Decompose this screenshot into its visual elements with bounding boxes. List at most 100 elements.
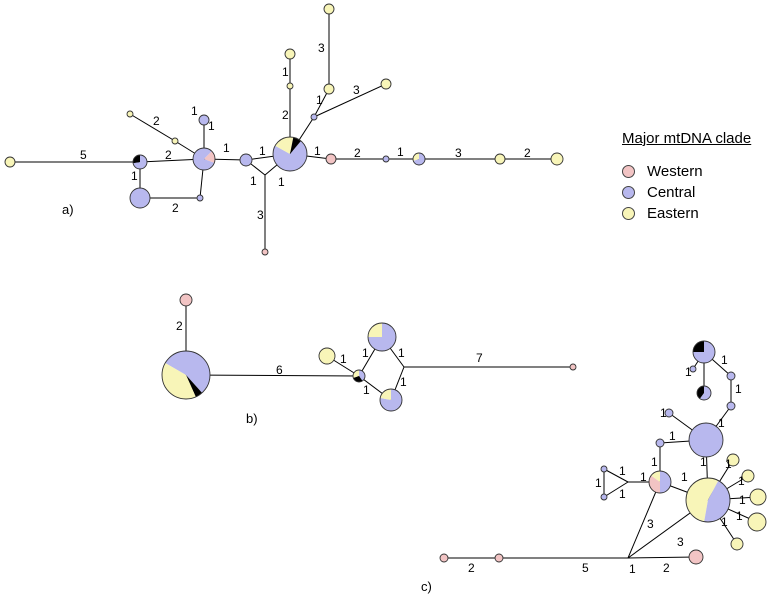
haplotype-circle: [171, 137, 179, 145]
haplotype-outline: [367, 322, 397, 352]
mutation-count-label: 3: [647, 517, 654, 531]
haplotype-node: [726, 401, 736, 411]
mutation-count-label: 1: [314, 144, 321, 158]
haplotype-circle: [198, 114, 210, 126]
haplotype-node: [382, 155, 390, 163]
haplotype-outline: [192, 147, 216, 171]
haplotype-circle: [382, 155, 390, 163]
haplotype-circle: [4, 156, 16, 168]
pie-slice: [699, 386, 712, 401]
haplotype-node: [749, 488, 767, 506]
pie-slice: [413, 153, 425, 165]
mutation-count-label: 2: [282, 108, 289, 122]
haplotype-circle: [323, 83, 335, 95]
haplotype-node: [600, 465, 608, 473]
pie-slice: [353, 370, 359, 378]
legend-swatch-central: [622, 186, 635, 199]
legend-item-western: Western: [622, 161, 751, 182]
haplotype-node: [367, 322, 397, 352]
mutation-count-label: 3: [318, 41, 325, 55]
haplotype-node: [730, 537, 744, 551]
mutation-count-label: 1: [250, 174, 257, 188]
mutation-count-label: 1: [208, 119, 215, 133]
mutation-count-label: 3: [353, 83, 360, 97]
haplotype-node: [439, 553, 449, 563]
haplotype-node: [192, 147, 216, 171]
pie-slice: [186, 375, 203, 397]
haplotype-node: [323, 3, 335, 15]
pie-slice: [380, 389, 391, 400]
haplotype-node: [239, 153, 253, 167]
haplotype-circle: [284, 48, 296, 60]
pie-slice: [165, 351, 211, 393]
haplotype-node: [132, 154, 148, 170]
mutation-count-label: 1: [640, 470, 647, 484]
haplotype-circle: [323, 3, 335, 15]
pie-slice: [133, 155, 147, 170]
haplotype-node: [126, 110, 134, 118]
haplotype-node: [325, 153, 337, 165]
haplotype-node: [284, 48, 296, 60]
pie-slice: [290, 137, 301, 154]
pie-slice: [412, 153, 419, 161]
pie-slice: [704, 480, 731, 522]
haplotype-outline: [379, 388, 403, 412]
haplotype-node: [696, 385, 712, 401]
haplotype-node: [726, 371, 736, 381]
haplotype-outline: [685, 477, 731, 523]
haplotype-node: [412, 152, 426, 166]
pie-slice: [162, 363, 196, 399]
mutation-count-label: 1: [725, 457, 732, 471]
haplotype-circle: [286, 82, 294, 90]
pie-slice: [193, 148, 215, 170]
haplotype-node: [318, 347, 336, 365]
haplotype-circle: [494, 553, 504, 563]
haplotype-node: [688, 422, 724, 458]
mutation-count-label: 1: [340, 352, 347, 366]
legend-label-western: Western: [647, 163, 703, 180]
mutation-count-label: 1: [738, 474, 745, 488]
haplotype-circle: [325, 153, 337, 165]
mutation-count-label: 2: [354, 146, 361, 160]
mutation-count-label: 5: [80, 148, 87, 162]
mutation-count-label: 2: [524, 146, 531, 160]
legend-item-eastern: Eastern: [622, 203, 751, 224]
mutation-count-label: 1: [660, 406, 667, 420]
network-edge: [313, 83, 387, 118]
network-edge: [129, 113, 176, 142]
pie-slice: [133, 155, 140, 164]
haplotype-node: [286, 82, 294, 90]
haplotype-outline: [272, 136, 308, 172]
pie-slice: [693, 341, 704, 352]
panel-label-c: c): [421, 579, 432, 594]
network-edges: [10, 9, 759, 559]
mutation-count-label: 1: [282, 65, 289, 79]
haplotype-circle: [730, 537, 744, 551]
legend-title: Major mtDNA clade: [622, 130, 752, 147]
mutation-count-label: 1: [619, 464, 626, 478]
legend-label-eastern: Eastern: [647, 205, 699, 222]
haplotype-node: [741, 469, 755, 483]
haplotype-outline: [412, 152, 426, 166]
mutation-count-label: 5: [582, 561, 589, 575]
pie-slice: [275, 137, 294, 154]
haplotype-circle: [126, 110, 134, 118]
mutation-count-label: 1: [735, 382, 742, 396]
mutation-count-label: 3: [455, 146, 462, 160]
haplotype-circle: [318, 347, 336, 365]
haplotype-circle: [550, 152, 564, 166]
haplotype-node: [550, 152, 564, 166]
mutation-count-label: 1: [721, 515, 728, 529]
legend-item-central: Central: [622, 182, 751, 203]
haplotype-node: [380, 78, 392, 90]
haplotype-outline: [648, 470, 672, 494]
legend-swatch-western: [622, 165, 635, 178]
haplotype-node: [689, 365, 697, 373]
haplotype-outline: [696, 385, 712, 401]
mutation-count-label: 6: [276, 363, 283, 377]
mutation-count-label: 1: [736, 509, 743, 523]
pie-slice: [697, 386, 704, 399]
haplotype-node: [310, 113, 318, 121]
haplotype-circle: [129, 187, 151, 209]
haplotype-node: [261, 248, 269, 256]
